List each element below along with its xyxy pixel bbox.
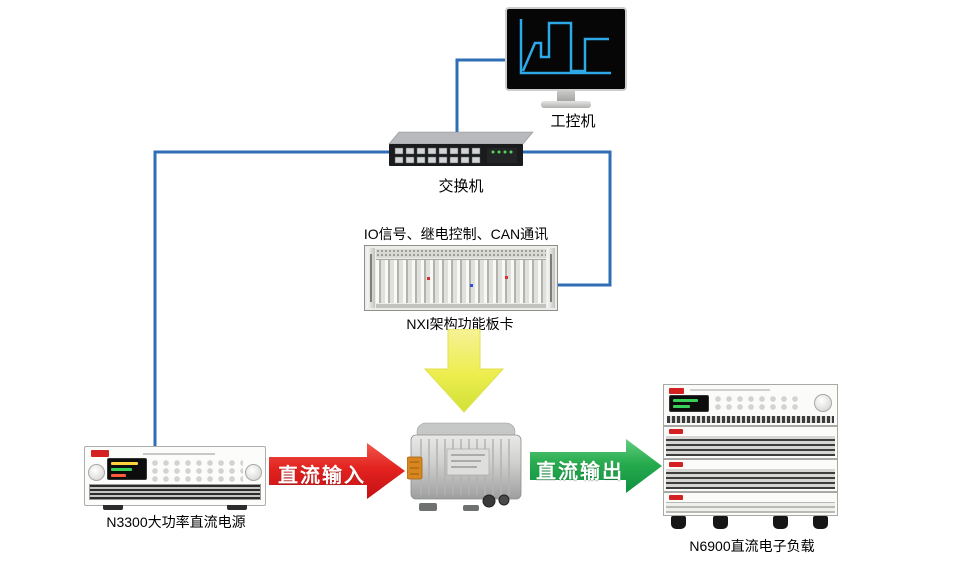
caster-wheel [773,516,788,529]
psu-label: N3300大功率直流电源 [106,514,246,530]
psu-foot [227,505,247,510]
nxi-left-rail [367,248,375,308]
monitor-base [541,101,591,108]
load-display [669,395,709,412]
waveform-axes [519,19,611,75]
load-label: N6900直流电子负载 [689,538,815,554]
dut-nameplate-text-lines [451,454,485,468]
load-vent-grille [666,469,835,489]
switch-led-panel [487,148,517,163]
psu-foot [103,505,123,510]
industrial-pc-monitor [505,7,627,91]
dc-output-arrow [530,439,662,493]
nxi-right-rail [547,248,555,308]
load-unit-top [663,384,838,426]
wire-ipc-to-switch [455,58,505,141]
brand-logo [669,429,683,434]
dc-input-arrow [269,443,405,499]
psu-vent-grille [89,484,261,500]
caster-wheel [671,516,686,529]
nxi-rack [364,245,558,311]
load-title-line [690,389,770,391]
nxi-card-slots [376,259,546,303]
switch-leds [491,150,513,154]
brand-logo [91,450,109,457]
nxi-bottom-strip [376,304,546,308]
psu-display [107,458,147,480]
psu-right-handle [245,464,262,481]
psu-left-handle [88,464,105,481]
dut-foot [463,505,479,511]
ipc-label: 工控机 [550,113,596,130]
nxi-indicator [505,276,509,280]
nxi-indicator [469,283,473,287]
wire-switch-to-psu [153,150,389,450]
dut-connector-pins [410,461,419,475]
network-switch [388,131,534,166]
dut-terminal [482,494,496,508]
caster-wheel [813,516,828,529]
psu-title-line [143,453,215,455]
dc-input-label: 直流输入 [278,465,366,487]
brand-logo [669,462,683,467]
load-knob [814,394,832,412]
caster-wheel [713,516,728,529]
load-vent-strip [667,416,834,423]
dut-nameplate [446,448,490,476]
n6900-electronic-load [663,384,838,530]
monitor-stand [557,91,575,102]
load-button-grid [714,395,800,412]
wire-switch-to-nxi [521,150,612,287]
waveform-trace [521,21,609,73]
load-vent-grille [666,436,835,456]
load-unit-bottom [663,492,838,516]
nxi-indicator [427,277,430,281]
load-unit-3 [663,459,838,492]
dut-foot [419,503,437,511]
brand-logo [669,495,683,500]
psu-button-grid [151,459,243,483]
brand-logo [669,388,684,394]
dc-output-label: 直流输出 [536,461,624,483]
nxi-label: NXI架构功能板卡 [406,316,514,332]
nxi-vent-strip [376,249,546,258]
load-unit-2 [663,426,838,459]
waveform-screen [519,19,611,75]
n3300-power-supply [84,446,266,510]
load-vent-grille-light [666,502,835,513]
dut-terminal [498,494,510,506]
nxi-caption: IO信号、继电控制、CAN通讯 [363,226,549,242]
switch-label: 交换机 [438,178,484,195]
switch-top-face [388,131,534,145]
control-arrow-down [424,329,504,413]
switch-ports [394,147,481,164]
dut-converter [407,422,522,511]
